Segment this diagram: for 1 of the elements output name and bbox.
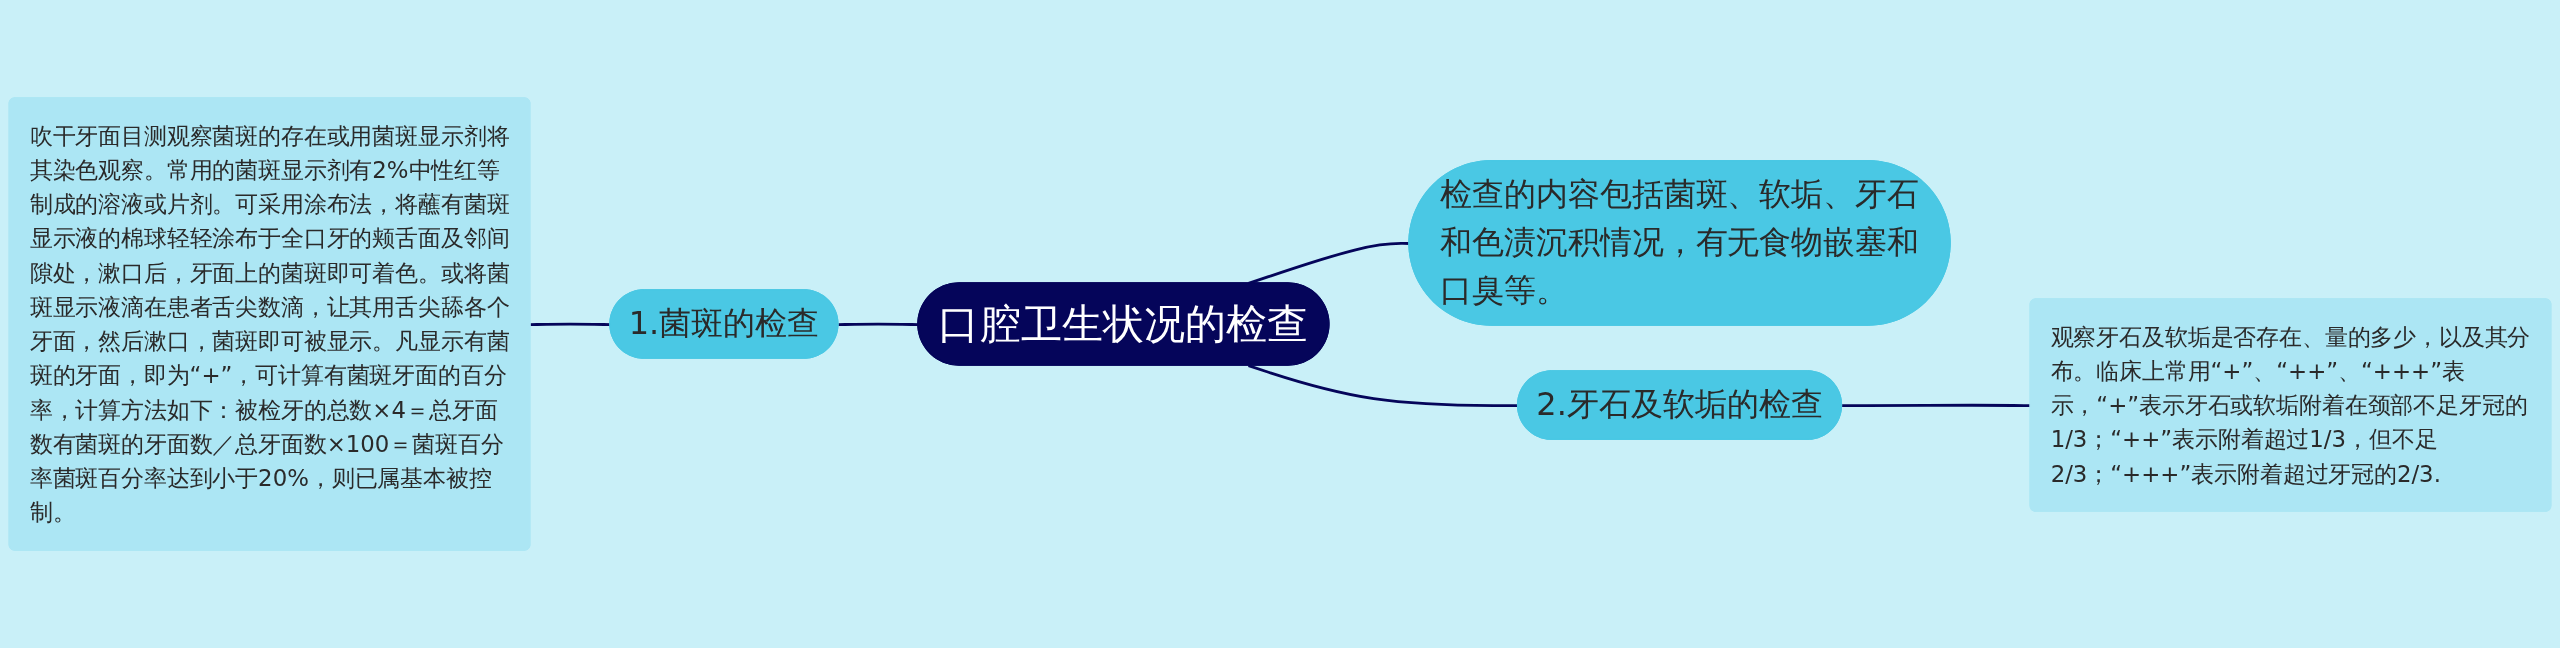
connector [1842, 403, 2031, 408]
